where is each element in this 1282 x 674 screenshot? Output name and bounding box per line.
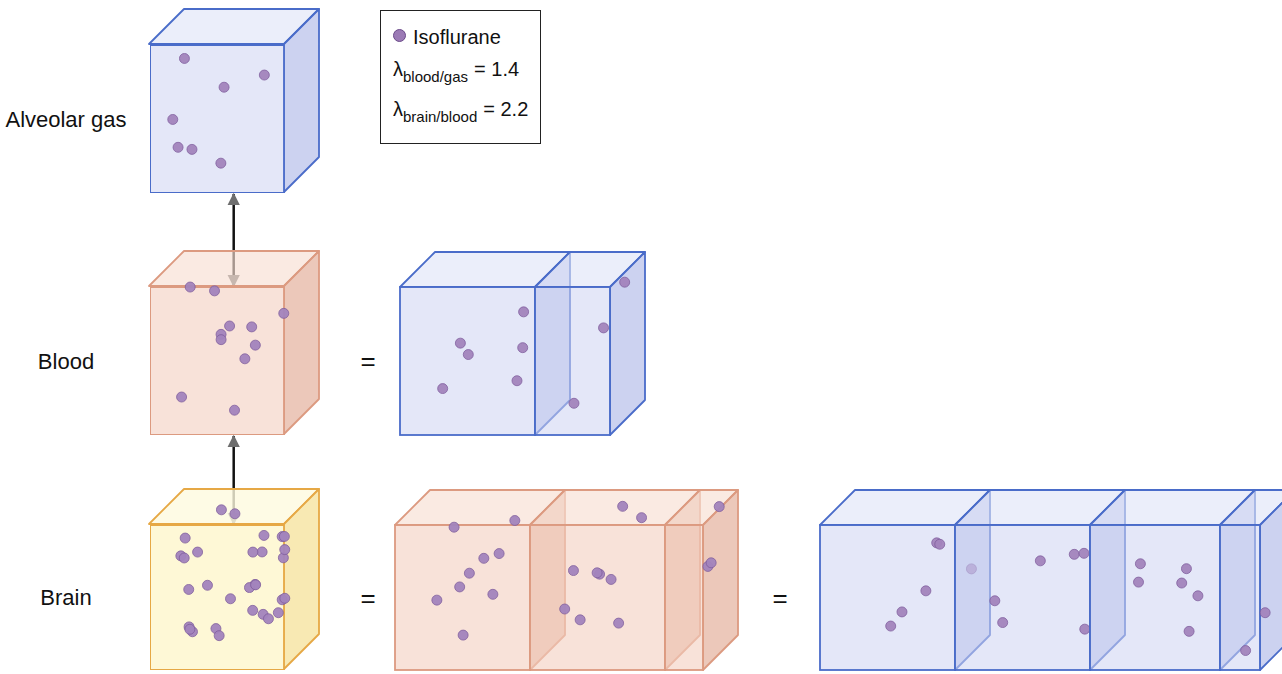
partition-line: λblood/gas = 1.4 bbox=[393, 53, 528, 93]
cube-faces bbox=[149, 9, 323, 196]
coefficient-text: λ bbox=[393, 58, 403, 80]
coefficient-text: = 2.2 bbox=[483, 98, 528, 120]
volume-cube bbox=[1220, 490, 1282, 670]
compartment-cube: Brain bbox=[150, 525, 285, 670]
compartment-cube: Alveolar gas bbox=[150, 45, 285, 193]
partition-line: λbrain/blood = 2.2 bbox=[393, 93, 528, 133]
cube-faces bbox=[149, 251, 323, 438]
coefficient-subscript: brain/blood bbox=[403, 108, 477, 125]
compartment-label: Brain bbox=[40, 584, 91, 613]
coefficient-subscript: blood/gas bbox=[403, 68, 468, 85]
legend-text: Isoflurane bbox=[413, 26, 501, 48]
compartment-label: Alveolar gas bbox=[5, 106, 126, 135]
compartment-cube: Blood bbox=[150, 287, 285, 435]
compartment-label: Blood bbox=[38, 348, 94, 377]
equals-sign: = bbox=[772, 583, 787, 614]
legend-box: Isofluraneλblood/gas= 1.4λbrain/blood= 2… bbox=[380, 10, 541, 144]
coefficient-text: = 1.4 bbox=[474, 58, 519, 80]
volume-cube bbox=[535, 252, 645, 435]
legend-swatch bbox=[393, 29, 406, 42]
cube-faces bbox=[149, 489, 323, 673]
legend-row: Isoflurane bbox=[393, 21, 528, 53]
volume-cube bbox=[665, 490, 738, 670]
equals-sign: = bbox=[360, 346, 375, 377]
equals-sign: = bbox=[360, 583, 375, 614]
coefficient-text: λ bbox=[393, 98, 403, 120]
